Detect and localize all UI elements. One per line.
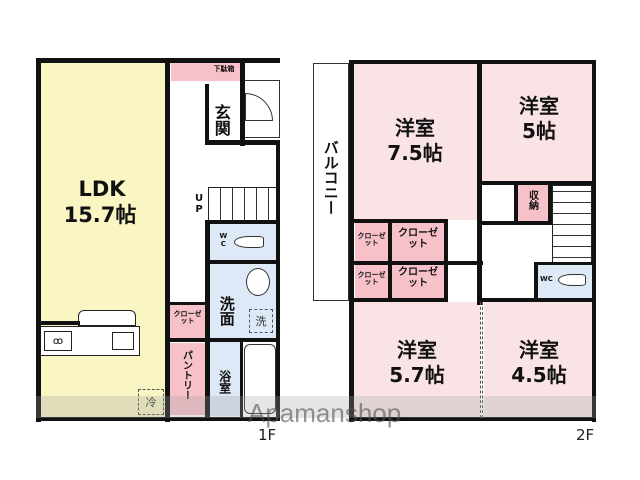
room-ldk — [40, 62, 166, 418]
washbasin-icon — [246, 268, 270, 296]
partition-dashed — [480, 302, 483, 418]
toilet-icon — [234, 236, 264, 248]
stairs-1f[interactable] — [208, 187, 278, 222]
toilet-icon-2f — [558, 274, 586, 286]
closet-2f-4-label: クローゼット — [398, 267, 438, 289]
sink-icon — [112, 332, 134, 350]
closet-2f-2 — [392, 223, 444, 261]
ldk-size: 15.7帖 — [63, 203, 137, 227]
floor-label-1f: 1F — [258, 426, 277, 444]
pantry-label: パントリー — [180, 350, 192, 400]
room-western-5 — [482, 63, 592, 181]
western-7-5-name: 洋室 — [395, 116, 435, 140]
washroom-label: 洗面 — [217, 296, 236, 326]
entrance-label: 玄関 — [211, 104, 231, 136]
closet-1f — [169, 305, 206, 339]
western-5-7-size: 5.7帖 — [389, 363, 445, 387]
storage — [518, 185, 548, 223]
western-7-5-size: 7.5帖 — [387, 141, 443, 165]
stove-icon: ꝏ — [44, 331, 72, 351]
balcony — [313, 63, 349, 301]
western-5-7-name: 洋室 — [397, 338, 437, 362]
kitchen-counter-top — [78, 310, 136, 326]
pantry — [169, 343, 206, 415]
storage-label: 収納 — [526, 190, 538, 210]
watermark: Apamanshop — [248, 398, 402, 428]
closet-2f-4 — [392, 265, 444, 298]
western-5-size: 5帖 — [522, 119, 556, 143]
wc-label-2f: WC — [540, 275, 553, 283]
balcony-label: バルコニー — [321, 140, 340, 215]
shoe-box-label: 下駄箱 — [213, 65, 235, 73]
room-bathroom — [210, 342, 240, 416]
western-4-5-name: 洋室 — [519, 338, 559, 362]
room-western-5-7 — [353, 302, 480, 418]
closet-1f-label: クローゼット — [173, 310, 202, 326]
watermark-band — [36, 396, 596, 418]
closet-2f-1 — [355, 223, 388, 261]
stairs-2f[interactable] — [552, 185, 592, 269]
western-4-5-size: 4.5帖 — [511, 363, 567, 387]
room-western-4-5 — [484, 302, 592, 418]
ldk-name: LDK — [78, 177, 126, 201]
closet-2f-3-label: クローゼット — [357, 271, 386, 287]
bathroom-label: 浴室 — [217, 370, 232, 394]
closet-2f-2-label: クローゼット — [398, 228, 438, 250]
fridge-space: 冷 — [138, 389, 164, 415]
closet-2f-3 — [355, 265, 388, 298]
bathtub — [244, 344, 276, 414]
room-western-7-5 — [353, 63, 477, 220]
room-entrance — [207, 84, 240, 144]
wc-label-1f: WC — [219, 232, 228, 248]
washer-space: 洗 — [249, 309, 273, 333]
closet-2f-1-label: クローゼット — [357, 232, 386, 248]
shoe-box — [171, 63, 240, 81]
western-5-name: 洋室 — [519, 94, 559, 118]
stairs-up-label: UP — [193, 193, 205, 215]
floor-label-2f: 2F — [576, 426, 595, 444]
